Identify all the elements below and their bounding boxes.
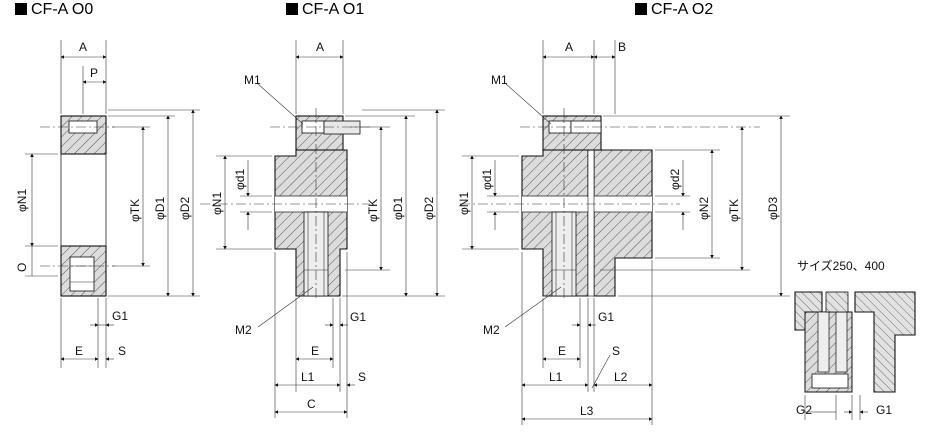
detail-size-250-400: サイズ250、400 G2 G1 — [794, 258, 916, 420]
title-text: CF-A O1 — [302, 1, 365, 18]
dim-d1: φd1 — [480, 169, 494, 190]
title-cf-a-o1: CF-A O1 — [286, 1, 364, 19]
callout-m1: M1 — [244, 73, 261, 87]
drawing-cf-a-o0: A P φN1 O φTK φD1 φD2 G1 E S — [15, 40, 200, 368]
dim-s: S — [118, 344, 126, 358]
dim-p: P — [90, 66, 98, 80]
dim-e: E — [311, 344, 319, 358]
dim-a: A — [79, 40, 87, 54]
dim-g2: G2 — [796, 403, 812, 417]
dim-a: A — [316, 40, 324, 54]
dim-d1: φd1 — [233, 169, 247, 190]
dim-g1: G1 — [598, 310, 614, 324]
dim-s: S — [358, 370, 366, 384]
drawing-cf-a-o2: A B M1 φN1 φd1 φd2 φN2 φTK φD3 M2 — [457, 40, 790, 425]
dim-g1: G1 — [350, 310, 366, 324]
dim-n2: φN2 — [697, 197, 711, 220]
dim-l3: L3 — [580, 404, 594, 418]
callout-m1: M1 — [491, 73, 508, 87]
dim-o: O — [15, 263, 29, 272]
dim-d2: φD2 — [178, 197, 192, 220]
dim-tk: φTK — [727, 199, 741, 222]
title-text: CF-A O2 — [651, 1, 714, 18]
square-bullet-icon — [286, 3, 298, 15]
dim-n1: φN1 — [210, 192, 224, 215]
dim-l2: L2 — [614, 370, 628, 384]
dim-c: C — [307, 397, 316, 411]
title-cf-a-o0: CF-A O0 — [15, 1, 93, 19]
drawing-cf-a-o1: A M1 φN1 φd1 φTK φD1 φD2 M2 — [200, 40, 445, 418]
dim-d2: φd2 — [668, 169, 682, 190]
dim-g1: G1 — [112, 309, 128, 323]
dim-a: A — [565, 40, 573, 54]
dim-e: E — [558, 344, 566, 358]
dim-l1: L1 — [301, 370, 315, 384]
square-bullet-icon — [15, 3, 27, 15]
detail-right-block — [854, 291, 916, 393]
dim-d1-outer: φD1 — [391, 197, 405, 220]
detail-caption: サイズ250、400 — [797, 258, 885, 273]
dim-s: S — [612, 344, 620, 358]
callout-m2: M2 — [235, 323, 252, 337]
callout-m2: M2 — [483, 323, 500, 337]
title-cf-a-o2: CF-A O2 — [635, 1, 713, 19]
hub-right — [593, 149, 653, 297]
dim-tk: φTK — [366, 199, 380, 222]
title-text: CF-A O0 — [31, 1, 94, 18]
dim-g1: G1 — [876, 403, 892, 417]
dim-n1: φN1 — [457, 192, 471, 215]
dim-tk: φTK — [128, 199, 142, 222]
dim-b: B — [618, 40, 626, 54]
dim-d1: φD1 — [153, 197, 167, 220]
dim-e: E — [75, 344, 83, 358]
dim-d2: φD2 — [422, 197, 436, 220]
dim-n1: φN1 — [15, 189, 29, 212]
dim-d3: φD3 — [766, 197, 780, 220]
square-bullet-icon — [635, 3, 647, 15]
dim-l1: L1 — [549, 370, 563, 384]
